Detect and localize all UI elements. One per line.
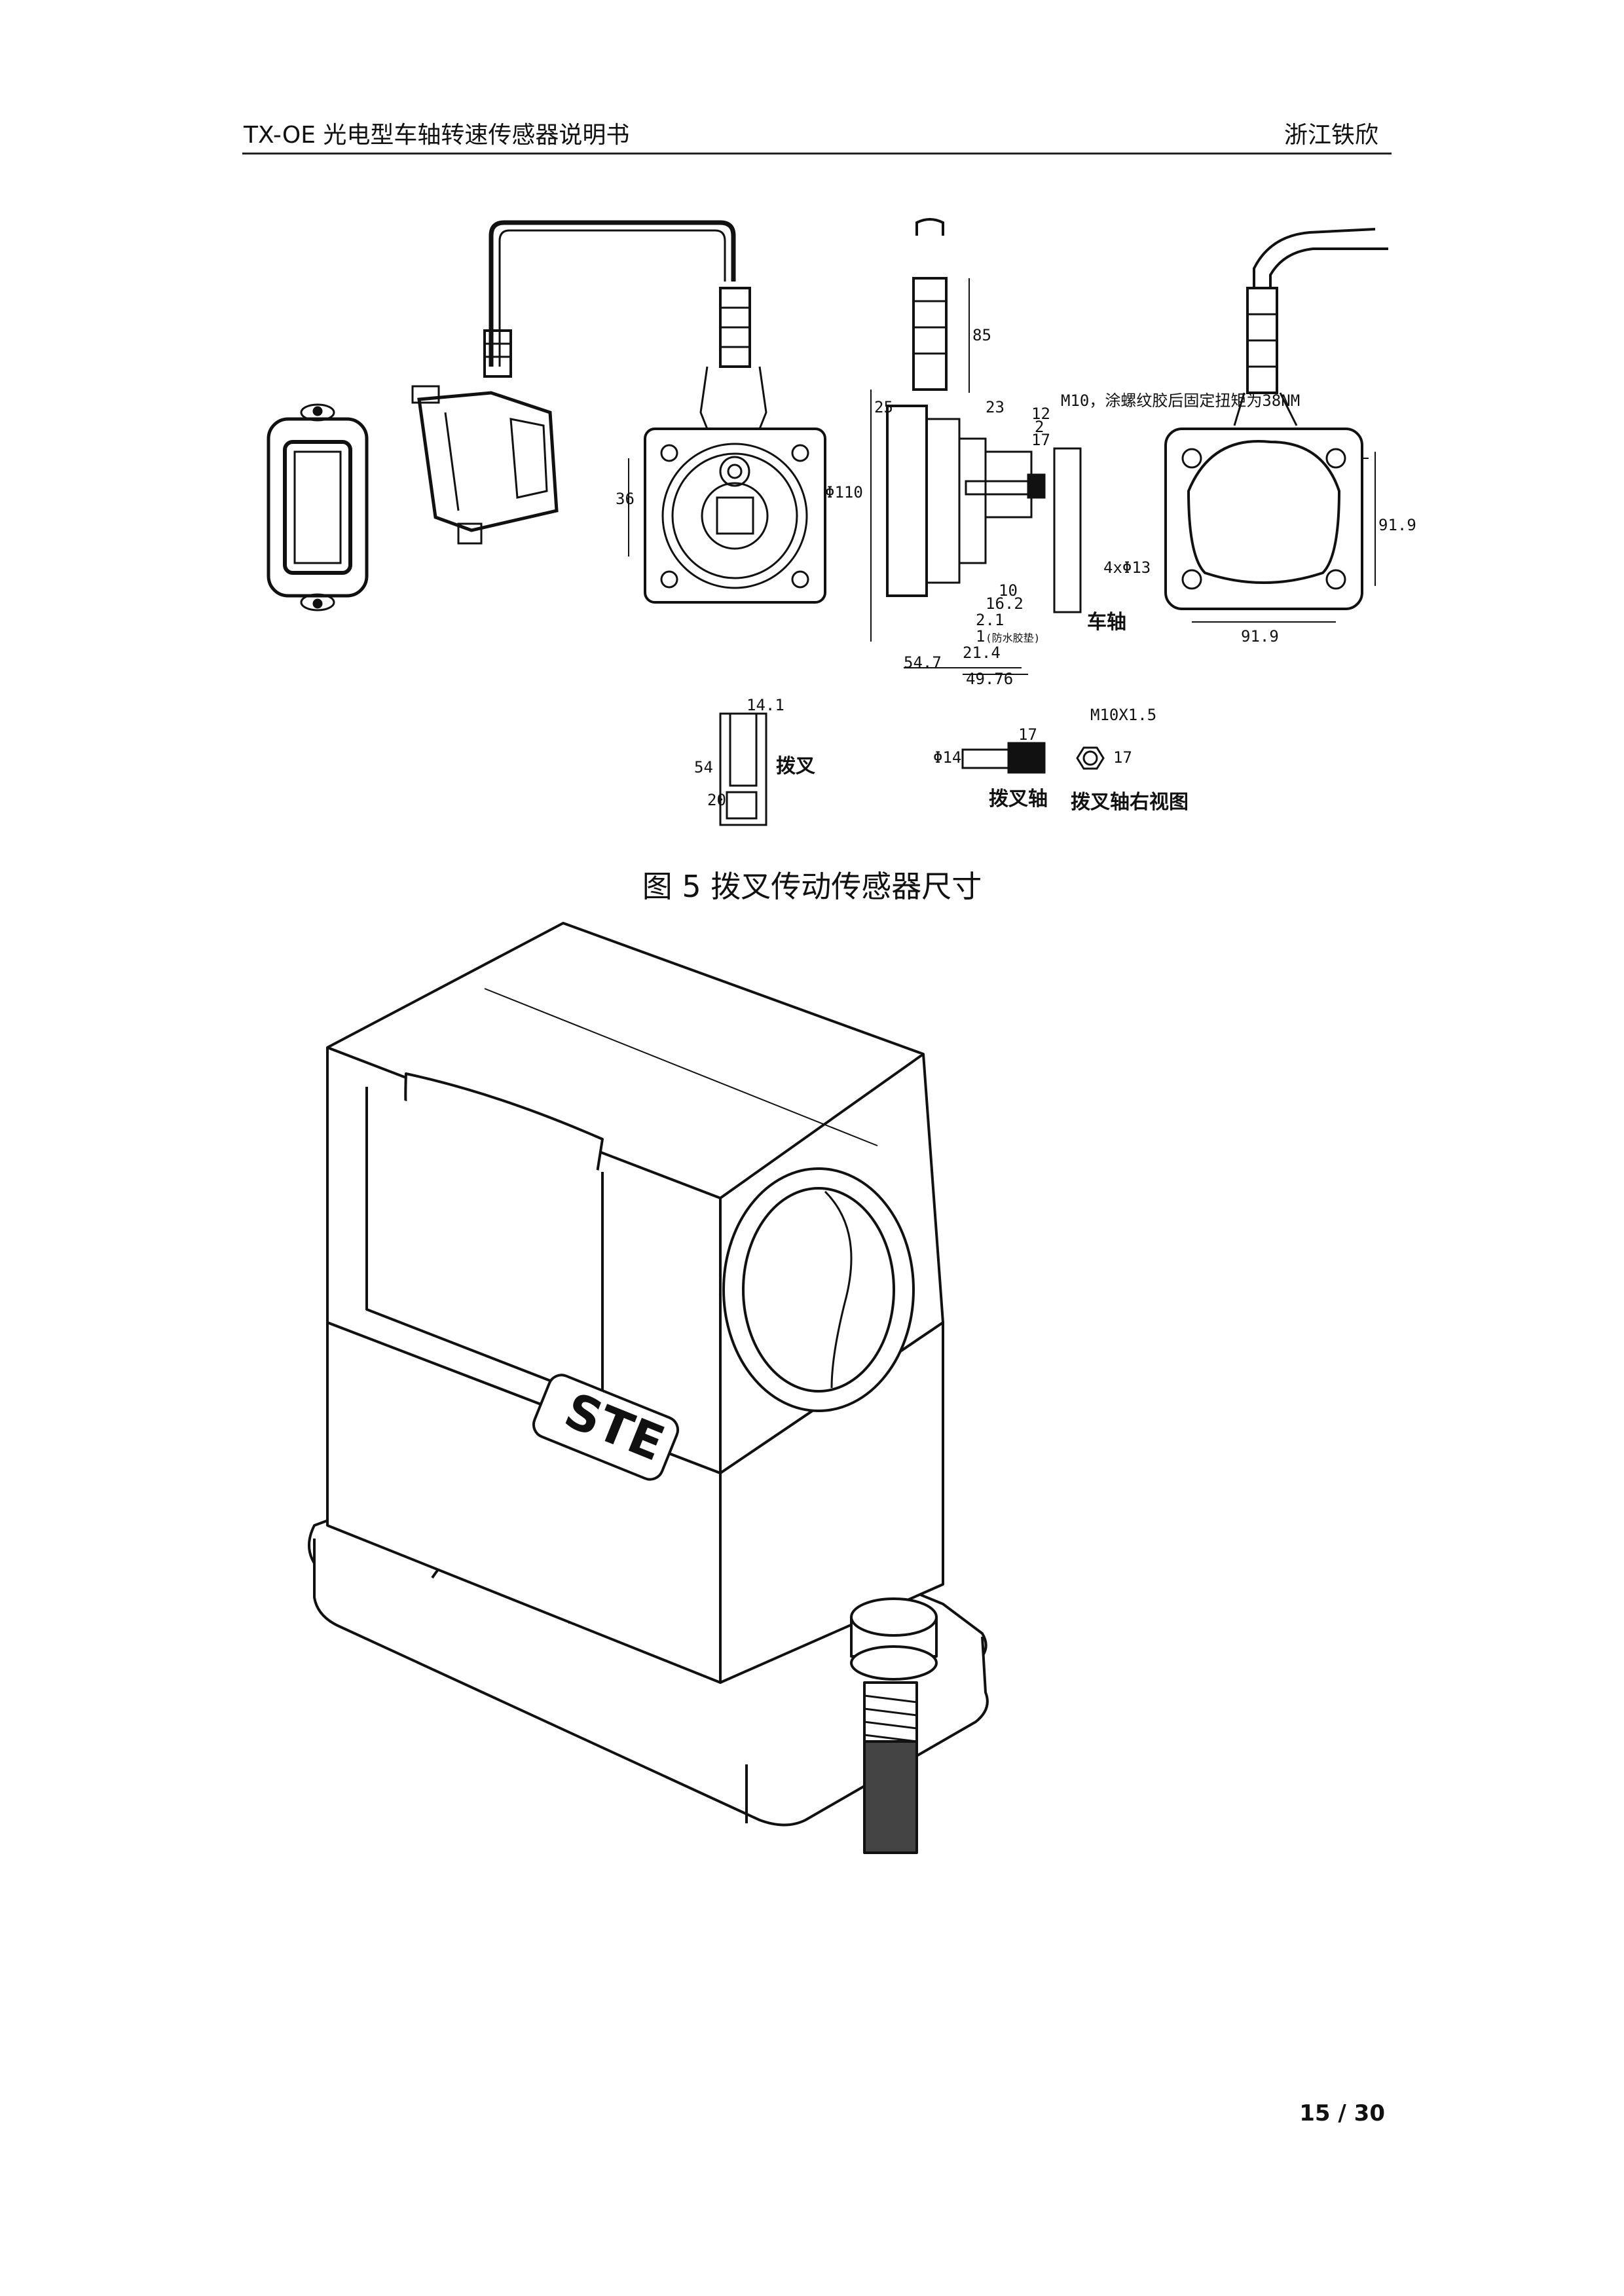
dimension-drawing: 85 25 23 12 2 17 M10，涂螺纹胶后固定扭矩为38NM 36 Φ… [249,216,1416,826]
dim-nut: 17 [1113,748,1132,767]
figure-caption: 图 5 拨叉传动传感器尺寸 [642,869,982,904]
page-header: TX-OE 光电型车轴转速传感器说明书 浙江铁欣 [242,115,1392,155]
dim-1: 1 [976,627,985,646]
axle-label: 车轴 [1087,611,1126,634]
sensor-isometric-drawing: STE [288,922,1113,1866]
shaft-thread: M10X1.5 [1090,706,1156,724]
dim-21-4: 21.4 [963,644,1001,662]
dim-85: 85 [972,326,991,344]
dim-49-76: 49.76 [966,670,1013,688]
document-title: TX-OE 光电型车轴转速传感器说明书 [244,122,630,149]
dim-fork-height: 54 [694,758,713,776]
dim-holes: 4xΦ13 [1103,558,1151,577]
dim-1-note: (防水胶垫) [986,632,1040,644]
dim-25: 25 [874,398,893,416]
dim-shaft-diameter: Φ14 [933,748,961,767]
fork-label: 拨叉 [776,755,815,778]
fork-shaft-label: 拨叉轴 [989,788,1048,811]
dim-91-9-horizontal: 91.9 [1241,627,1279,646]
dimension-drawing-svg: 85 25 23 12 2 17 M10，涂螺纹胶后固定扭矩为38NM 36 Φ… [267,218,1416,826]
dim-16-2: 16.2 [986,594,1024,613]
dim-10: 10 [999,581,1018,600]
company-name: 浙江铁欣 [1283,122,1378,149]
dim-23: 23 [986,398,1005,416]
dim-fork-width: 14.1 [747,696,784,714]
dim-36: 36 [616,490,635,508]
dim-91-9-vertical: 91.9 [1378,516,1416,534]
dim-2: 2 [1035,418,1044,436]
page-number: 15 / 30 [1299,2100,1385,2126]
dim-phi110: Φ110 [825,483,863,501]
dim-2-1: 2.1 [976,611,1004,629]
dim-17: 17 [1031,431,1050,449]
dim-54-7: 54.7 [904,653,942,672]
dim-fork-slot: 20 [707,791,726,809]
m10-torque-note: M10，涂螺纹胶后固定扭矩为38NM [1061,392,1300,410]
fork-shaft-right-view-label: 拨叉轴右视图 [1071,791,1189,814]
dim-shaft-length: 17 [1018,725,1037,744]
dim-12: 12 [1031,405,1050,423]
sensor-isometric-svg: STE [308,922,989,1854]
